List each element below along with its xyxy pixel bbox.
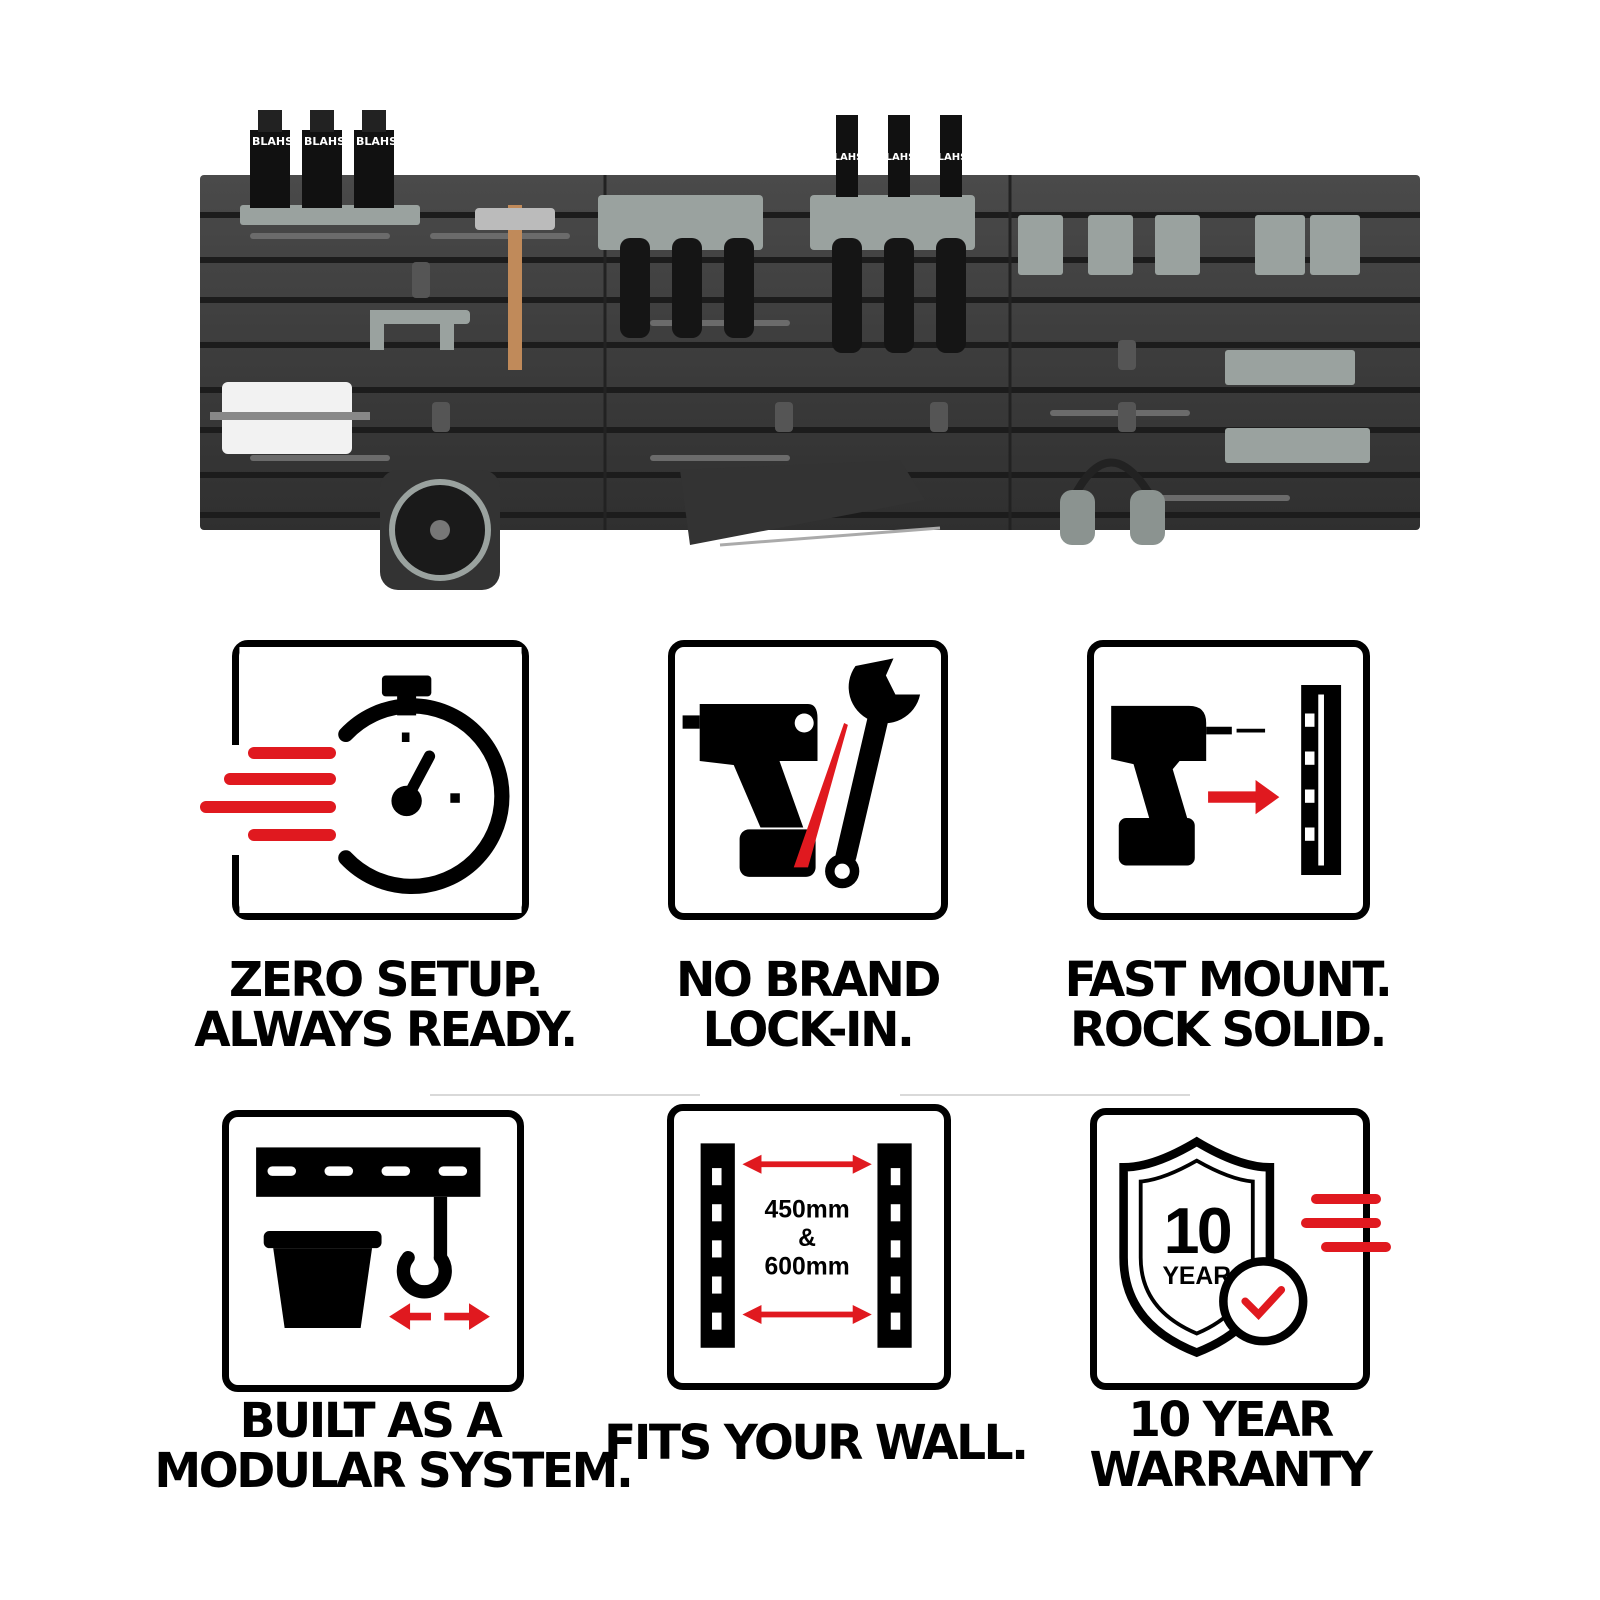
speed-lines-icon	[200, 745, 336, 855]
caption-line: WARRANTY	[1089, 1442, 1373, 1498]
caption-line: FAST MOUNT.	[1064, 952, 1393, 1008]
feature-caption-fits-wall: FITS YOUR WALL.	[604, 1415, 1029, 1471]
hammer	[475, 205, 555, 370]
bottle-label: BLAHST	[356, 135, 405, 148]
clamp	[370, 310, 470, 350]
stud-spacing-icon: 450mm & 600mm	[700, 1143, 912, 1348]
spacing-450: 450mm	[765, 1197, 850, 1224]
caption-line: BUILT AS A	[239, 1393, 503, 1449]
feature-tile-fast-mount	[1087, 640, 1370, 920]
bottle-label: BLAHST	[252, 135, 301, 148]
feature-caption-zero-setup: ZERO SETUP. ALWAYS READY.	[174, 955, 595, 1055]
shield-word: YEAR	[1162, 1263, 1231, 1290]
caption-line: MODULAR SYSTEM.	[154, 1443, 633, 1499]
caption-line: NO BRAND	[675, 952, 941, 1008]
drill-rail-icon	[1111, 685, 1342, 875]
bottle-label: BLAHST	[826, 152, 870, 163]
spacing-600: 600mm	[765, 1254, 850, 1281]
wall-storage-illustration: BLAHST BLAHST BLAHST BLAHST BLAHST BLAHS…	[200, 110, 1420, 590]
feature-caption-modular: BUILT AS A MODULAR SYSTEM.	[154, 1393, 633, 1499]
caption-line: ROCK SOLID.	[1070, 1002, 1387, 1058]
drill-wrench-icon	[682, 658, 921, 889]
caption-line: ZERO SETUP.	[229, 952, 543, 1008]
bottle-shelf-left: BLAHST BLAHST BLAHST	[240, 110, 420, 225]
fan	[380, 470, 500, 590]
drill-holder-right: BLAHST BLAHST BLAHST	[810, 115, 975, 353]
warranty-shield-icon: 10 YEAR	[1119, 1136, 1363, 1358]
caption-line: 10 YEAR	[1128, 1392, 1334, 1448]
bottle-label: BLAHST	[304, 135, 353, 148]
section-divider	[430, 1094, 700, 1096]
caption-line: LOCK-IN.	[702, 1002, 915, 1058]
bottle-label: BLAHST	[930, 152, 974, 163]
tool-bins	[1018, 215, 1370, 463]
hacksaw	[680, 460, 941, 547]
warranty-lines-icon	[1301, 1194, 1391, 1252]
feature-tile-no-brand-lock	[668, 640, 948, 920]
feature-tile-fits-wall: 450mm & 600mm	[667, 1104, 951, 1390]
ear-muffs	[1060, 458, 1165, 545]
hooks	[412, 262, 1136, 432]
paper-towel-holder	[210, 382, 370, 454]
drill-holder-center	[598, 195, 763, 338]
section-divider	[900, 1094, 1190, 1096]
feature-tile-modular	[222, 1110, 524, 1392]
feature-caption-no-brand: NO BRAND LOCK-IN.	[604, 955, 1011, 1055]
caption-line: ALWAYS READY.	[194, 1002, 578, 1058]
feature-caption-fast-mount: FAST MOUNT. ROCK SOLID.	[1024, 955, 1431, 1055]
feature-caption-warranty: 10 YEAR WARRANTY	[1034, 1395, 1426, 1495]
caption-line: FITS YOUR WALL.	[604, 1415, 1029, 1471]
spacing-and: &	[798, 1225, 816, 1252]
modular-rail-icon	[256, 1147, 490, 1330]
bottle-label: BLAHST	[878, 152, 922, 163]
shield-number: 10	[1164, 1195, 1231, 1267]
